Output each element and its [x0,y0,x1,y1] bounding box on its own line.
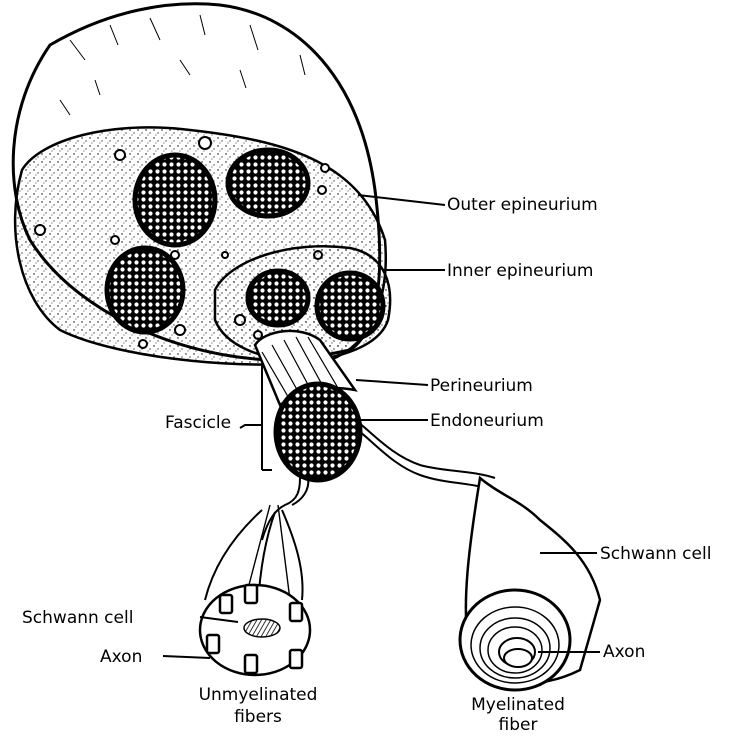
unmyelinated-caption-line2: fibers [234,707,282,727]
unmyelinated-bundle [200,505,310,675]
myelinated-caption-line1: Myelinated [471,695,565,715]
myelinated-fiber [460,478,600,690]
axon-label-myelinated: Axon [603,642,645,662]
schwann-cell-label-unmyelinated: Schwann cell [22,608,133,628]
schwann-cell-label-myelinated: Schwann cell [600,544,711,564]
myelinated-caption-line2: fiber [499,715,538,735]
outer-epineurium-label: Outer epineurium [447,195,598,215]
endoneurium-label: Endoneurium [430,411,544,431]
axon-label-unmyelinated: Axon [100,647,142,667]
inner-epineurium-label: Inner epineurium [447,261,593,281]
fascicle-label: Fascicle [165,413,231,433]
perineurium-label: Perineurium [430,376,533,396]
unmyelinated-caption-line1: Unmyelinated [199,685,318,705]
